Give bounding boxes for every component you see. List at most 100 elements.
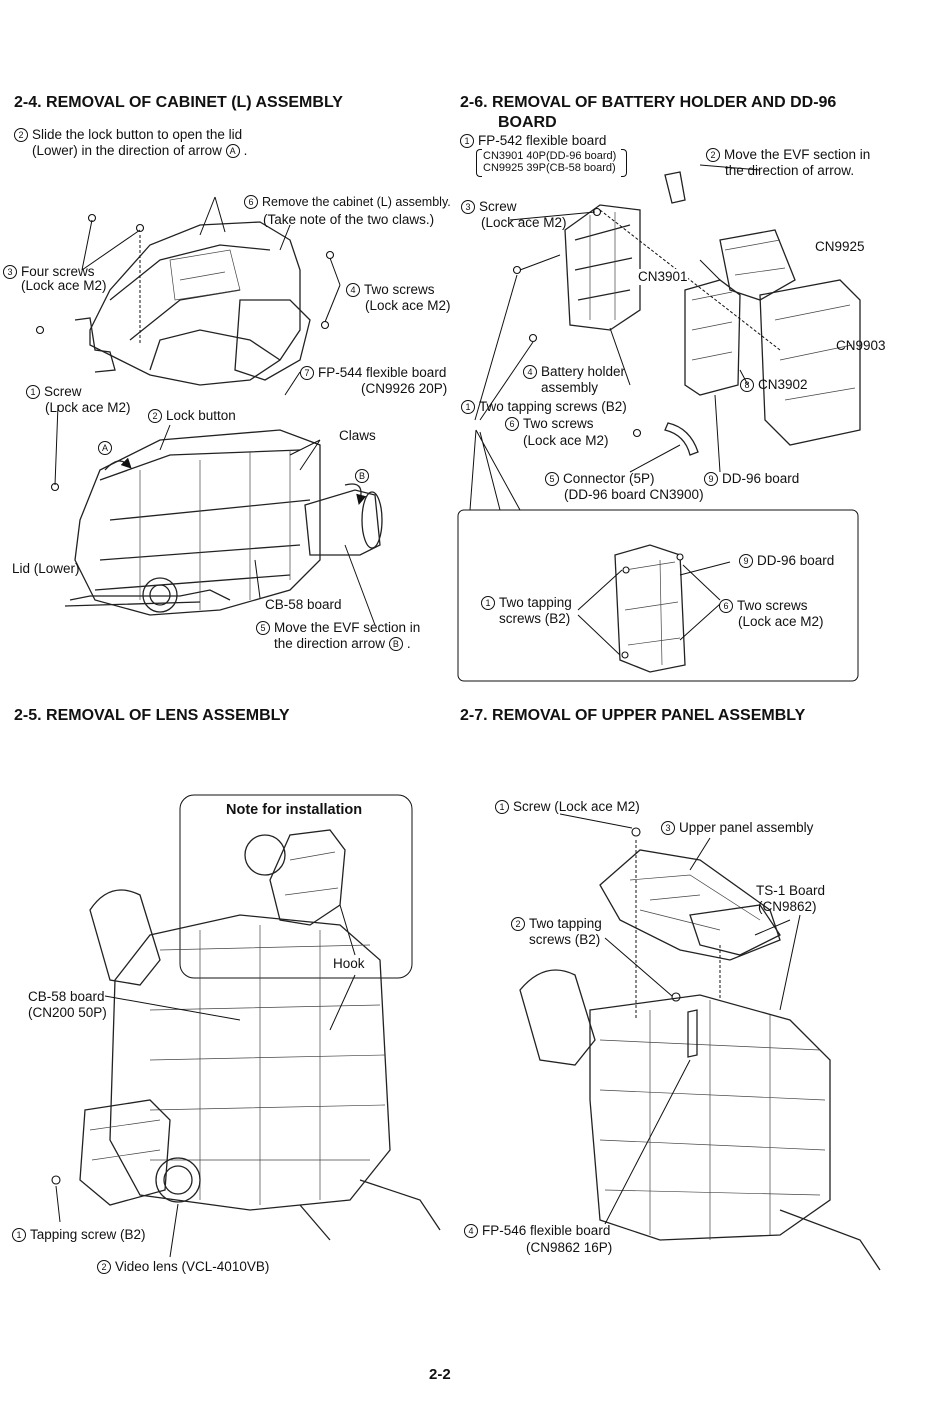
step-text: Remove the cabinet (L) assembly. xyxy=(262,195,451,209)
step-number: 3 xyxy=(461,200,475,214)
step-number: 9 xyxy=(739,554,753,568)
s27-ts1-label-line2: (CN9862) xyxy=(758,899,817,914)
step-text: Lock button xyxy=(166,408,236,423)
bracket-left xyxy=(476,149,482,177)
step-text: DD-96 board xyxy=(757,553,835,568)
installation-note-title: Note for installation xyxy=(226,802,363,818)
section-2-6-heading-line2: BOARD xyxy=(498,114,557,131)
cn3901-label: CN3901 xyxy=(638,269,688,285)
s24-lid-label: Lid (Lower) xyxy=(12,561,80,576)
step-number: 1 xyxy=(461,400,475,414)
leader-lines-24 xyxy=(54,196,376,626)
step-number: 2 xyxy=(706,148,720,162)
arrow-marker-b: B xyxy=(388,637,403,651)
arrow-b-curve xyxy=(344,483,367,506)
s26-step3-text-line2: (Lock ace M2) xyxy=(481,215,567,230)
step-text: Move the EVF section in xyxy=(274,620,421,635)
s27-step2-text-line2: screws (B2) xyxy=(529,932,601,947)
upper-panel-drawing xyxy=(599,827,781,1002)
arrow-marker: B xyxy=(355,469,369,483)
evf-section-drawing-26 xyxy=(719,229,861,446)
section-2-5-heading: 2-5. REMOVAL OF LENS ASSEMBLY xyxy=(14,707,290,724)
cn3901-note: CN3901 40P(DD-96 board) xyxy=(483,150,617,162)
s24-step3-text: 3 Four screws xyxy=(3,264,95,280)
step-text: Two tapping xyxy=(499,595,572,610)
step-number: 5 xyxy=(545,472,559,486)
step-text: Screw (Lock ace M2) xyxy=(513,799,640,814)
page-number: 2-2 xyxy=(429,1366,451,1383)
step-text: Connector (5P) xyxy=(563,471,655,486)
step-text: Four screws xyxy=(21,264,95,279)
leader-lines-27 xyxy=(559,813,801,1225)
installation-note-drawing xyxy=(244,829,356,956)
step-text: FP-544 flexible board xyxy=(318,365,447,380)
camcorder-body-drawing-25 xyxy=(89,889,441,1241)
s26-step4-text-line2: assembly xyxy=(541,380,599,395)
step-number: 3 xyxy=(3,265,17,279)
step-number: 6 xyxy=(719,599,733,613)
s27-step4-text-line2: (CN9862 16P) xyxy=(526,1240,613,1255)
step-number: 5 xyxy=(256,621,270,635)
video-lens-drawing xyxy=(51,1099,201,1206)
step-text: Screw xyxy=(479,199,517,214)
step-text: FP-546 flexible board xyxy=(482,1223,611,1238)
s26-step8-text: 8 CN3902 xyxy=(740,377,808,393)
step-text: FP-542 flexible board xyxy=(478,133,607,148)
s27-step1-text: 1 Screw (Lock ace M2) xyxy=(495,799,640,815)
step-text: Two screws xyxy=(523,416,594,431)
s26-step3-text: 3 Screw xyxy=(461,199,517,215)
step-text: Two tapping xyxy=(529,916,602,931)
s24-step2-text-line2: (Lower) in the direction of arrow A. xyxy=(32,143,248,158)
arrow-marker: A xyxy=(98,441,112,455)
step-text: Tapping screw (B2) xyxy=(30,1227,146,1242)
section-2-6-heading: 2-6. REMOVAL OF BATTERY HOLDER AND DD-96 xyxy=(460,94,837,111)
cn9925-note: CN9925 39P(CB-58 board) xyxy=(483,162,616,174)
step-text: CN3902 xyxy=(758,377,808,392)
connector-drawing-26 xyxy=(664,171,699,456)
arrow-b-label: B xyxy=(355,468,373,484)
s24-step6-text: 6 Remove the cabinet (L) assembly. xyxy=(244,195,451,209)
cn9903-label: CN9903 xyxy=(836,338,886,353)
camcorder-body-drawing-24 xyxy=(64,429,383,616)
s24-step1-text-line2: (Lock ace M2) xyxy=(45,400,131,415)
s24-lockbutton-text: 2 Lock button xyxy=(148,408,236,424)
step-text: the direction arrow xyxy=(274,636,386,651)
step-text: (Lower) in the direction of arrow xyxy=(32,143,222,158)
s24-claws-label: Claws xyxy=(339,428,376,443)
s24-step6-text-line2: (Take note of the two claws.) xyxy=(263,212,435,227)
arrow-marker-a: A xyxy=(225,144,240,158)
installation-note-box xyxy=(179,794,413,979)
s24-step7-text-line2: (CN9926 20P) xyxy=(361,381,448,396)
s26-step2-text-line2: the direction of arrow. xyxy=(725,163,855,178)
s25-cb58-label: CB-58 board xyxy=(28,989,105,1004)
cabinet-l-assembly-drawing xyxy=(74,221,311,386)
s26-step5-text: 5 Connector (5P) xyxy=(545,471,655,487)
step-number: 2 xyxy=(14,128,28,142)
step-number: 6 xyxy=(244,195,258,209)
hook-label: Hook xyxy=(333,956,365,971)
section-2-7-heading: 2-7. REMOVAL OF UPPER PANEL ASSEMBLY xyxy=(460,707,806,724)
step-number: 1 xyxy=(481,596,495,610)
step-number: 6 xyxy=(505,417,519,431)
arrow-a-label: A xyxy=(98,440,116,456)
detail-box-26 xyxy=(457,509,859,682)
step-number: 2 xyxy=(148,409,162,423)
step-text: Two screws xyxy=(364,282,435,297)
step-number: 4 xyxy=(464,1224,478,1238)
step-number: 1 xyxy=(495,800,509,814)
box-step6-text-line2: (Lock ace M2) xyxy=(738,614,824,629)
step-number: 9 xyxy=(704,472,718,486)
step-number: 8 xyxy=(740,378,754,392)
bracket-right xyxy=(621,149,627,177)
